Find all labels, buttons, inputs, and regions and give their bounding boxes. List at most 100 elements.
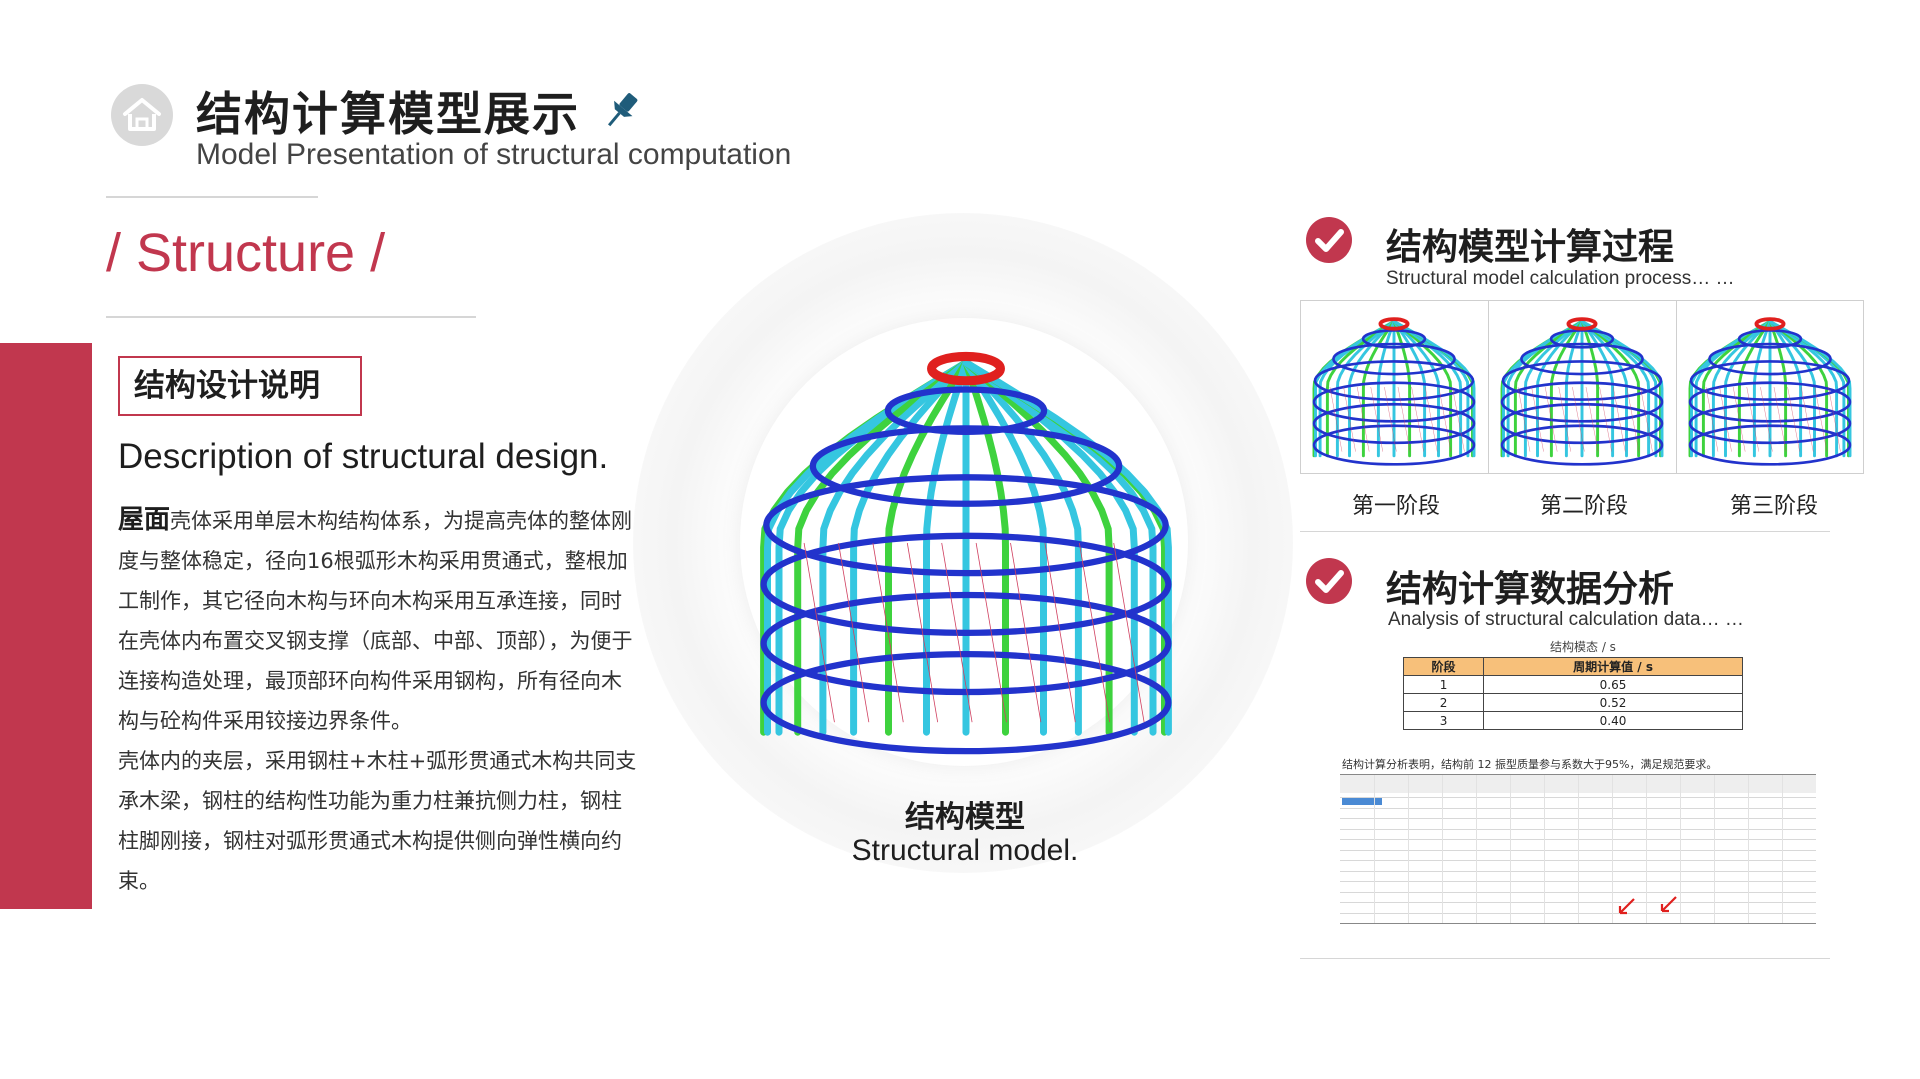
dome-ring-member (763, 474, 1169, 577)
dome-ring-member (1312, 424, 1476, 466)
dome-meridian-member (962, 359, 1047, 736)
data-analysis-subtitle: Analysis of structural calculation data…… (1388, 609, 1744, 630)
table-cell: 0.52 (1483, 693, 1743, 712)
cross-brace (1746, 386, 1759, 452)
dome-ring-member (1689, 360, 1851, 401)
paragraph-1: 壳体采用单层木构结构体系，为提高壳体的整体刚度与整体稳定，径向16根弧形木构采用… (118, 509, 633, 733)
modal-results-table-image (1340, 774, 1816, 924)
table-column-line (1782, 775, 1783, 923)
cross-brace (1343, 386, 1356, 452)
page-title: 结构计算模型展示 (196, 87, 580, 141)
check-circle-icon (1306, 217, 1352, 263)
steel-crown-ring (1378, 317, 1410, 331)
dome-ring-member (760, 591, 1172, 696)
dome-meridian-member (962, 359, 1009, 736)
cross-brace (1719, 386, 1732, 452)
cross-brace (1113, 542, 1145, 723)
steel-crown-ring (1566, 317, 1598, 331)
cross-brace (906, 542, 939, 723)
column-header: 周期计算值 / s (1483, 657, 1743, 676)
dome-ring-member (1688, 424, 1852, 466)
table-cell: 1 (1402, 675, 1485, 694)
cross-brace (1613, 386, 1626, 452)
table-cell: 0.40 (1483, 711, 1743, 730)
cross-brace (1733, 386, 1746, 452)
table-column-line (1374, 775, 1375, 923)
data-analysis-title: 结构计算数据分析 (1386, 569, 1675, 610)
stage-label: 第三阶段 (1729, 494, 1818, 519)
dome-ring-member (1312, 381, 1476, 423)
cross-brace (975, 542, 1007, 723)
cross-brace (838, 542, 870, 723)
cross-brace (941, 542, 973, 723)
model-caption-en: Structural model. (851, 834, 1079, 867)
divider (1488, 300, 1489, 474)
table-column-line (1578, 775, 1579, 923)
stage-image-strip (1300, 300, 1864, 474)
cross-brace (1787, 386, 1800, 452)
table-cell: 0.65 (1483, 675, 1743, 694)
cross-brace (1329, 386, 1343, 452)
dome-ring-member (1500, 402, 1664, 445)
dome-ring-member (1688, 402, 1852, 445)
divider (106, 196, 318, 198)
dome-ring-member (884, 386, 1048, 435)
dome-meridian-member (775, 359, 970, 736)
steel-crown-ring (1754, 317, 1786, 331)
cross-brace (1558, 386, 1571, 452)
cross-brace (1801, 386, 1814, 452)
dome-ring-member (1500, 424, 1664, 466)
pushpin-icon (598, 86, 646, 134)
steel-crown-ring (927, 351, 1005, 386)
dome-ring-member (1520, 342, 1644, 376)
stage-2-model-image (1500, 317, 1664, 466)
cross-brace (1425, 386, 1438, 452)
paragraph-lead: 屋面 (118, 505, 171, 535)
divider (106, 316, 476, 318)
dome-meridian-member (1580, 319, 1664, 458)
cross-brace (1357, 386, 1370, 452)
dome-ring-member (760, 532, 1172, 637)
design-notes-subheading: Description of structural design. (118, 437, 609, 476)
stage-label: 第二阶段 (1539, 494, 1628, 519)
cross-brace (1411, 386, 1424, 452)
cross-brace (1438, 386, 1451, 452)
table-cell: 3 (1402, 711, 1485, 730)
cross-brace (1760, 386, 1773, 452)
cross-brace (1384, 386, 1397, 452)
table-column-line (1476, 775, 1477, 923)
cross-brace (1452, 386, 1465, 452)
table-column-line (1408, 775, 1409, 923)
dome-ring-member (1312, 402, 1476, 445)
table-column-line (1510, 775, 1511, 923)
column-header: 阶段 (1402, 657, 1485, 676)
cross-brace (1370, 386, 1383, 452)
dome-meridian-member (962, 359, 1172, 736)
dome-ring-member (1501, 360, 1663, 401)
table-column-line (1748, 775, 1749, 923)
table-column-line (1544, 775, 1545, 923)
cross-brace (1828, 386, 1841, 452)
cross-brace (1814, 386, 1827, 452)
table-column-line (1612, 775, 1613, 923)
table-column-line (1646, 775, 1647, 923)
design-notes-body: 屋面壳体采用单层木构结构体系，为提高壳体的整体刚度与整体稳定，径向16根弧形木构… (118, 500, 638, 901)
cross-brace (1599, 386, 1612, 452)
result-note: 结构计算分析表明，结构前 12 振型质量参与系数大于95%，满足规范要求。 (1342, 758, 1718, 771)
cross-brace (1626, 386, 1639, 452)
calc-process-title: 结构模型计算过程 (1386, 227, 1675, 268)
cross-brace (1397, 386, 1411, 452)
table-column-line (1680, 775, 1681, 923)
stage-3-model-image (1688, 317, 1852, 466)
cross-brace (1640, 386, 1653, 452)
section-word: / Structure / (106, 223, 386, 283)
dome-ring-member (1500, 381, 1664, 423)
cross-brace (1078, 542, 1111, 723)
structural-model-image (760, 351, 1172, 755)
table-column-line (1442, 775, 1443, 923)
table-column-line (1714, 775, 1715, 923)
cross-brace (1044, 542, 1076, 723)
dome-meridian-member (885, 359, 970, 736)
dome-ring-member (760, 650, 1172, 755)
cross-brace (1705, 386, 1719, 452)
